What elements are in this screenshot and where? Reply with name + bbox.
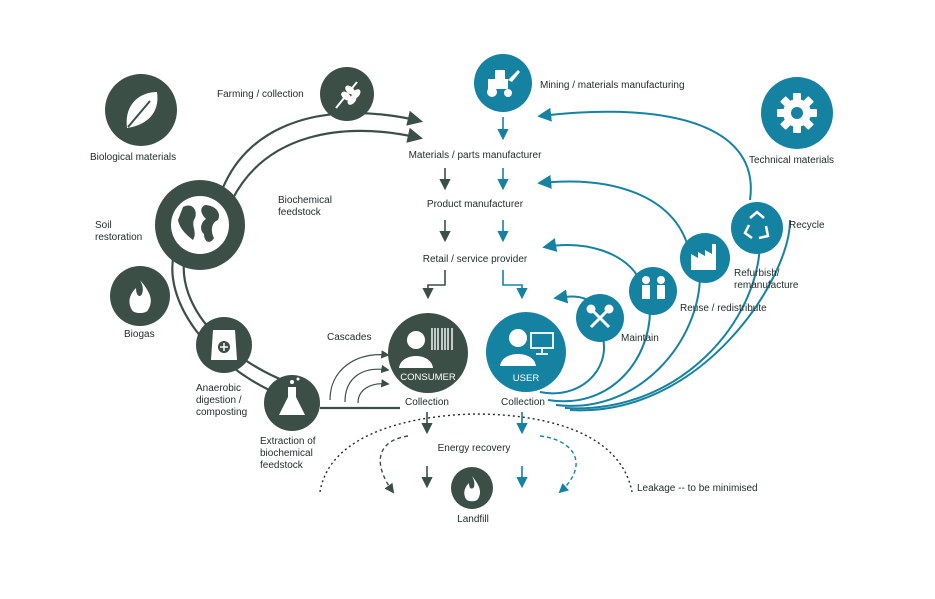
biological-materials-node [105,74,177,146]
soil-restoration-label-2: restoration [95,232,142,243]
extraction-label-2: biochemical [260,448,313,459]
mining-node [474,54,532,112]
flask-icon [279,377,305,415]
refurbish-label-2: remanufacture [734,280,799,291]
energy-recovery-label: Energy recovery [438,443,511,454]
factory-icon [691,244,716,270]
landfill-node [451,467,493,509]
user-label: USER [513,373,540,384]
collection-right-label: Collection [501,397,545,408]
reuse-node [629,267,677,315]
collection-left-label: Collection [405,397,449,408]
cascades-arrows [329,350,390,404]
anaerobic-label-2: digestion / [196,395,242,406]
reuse-label: Reuse / redistribute [680,303,767,314]
retail-label: Retail / service provider [423,254,528,265]
tools-icon [586,304,614,329]
leaf-icon [126,92,158,128]
biogas-node [110,266,170,326]
globe-icon [171,196,229,254]
leakage-lines [319,413,633,494]
refurbish-node [680,233,730,283]
anaerobic-node [196,317,252,373]
biological-materials-label: Biological materials [90,152,176,163]
flame-icon [464,476,480,502]
recycle-label: Recycle [789,220,825,231]
recycle-icon [743,210,770,240]
center-flow-arrows [421,117,528,489]
recycle-node [731,202,783,254]
mining-label: Mining / materials manufacturing [540,80,685,91]
maintain-node [576,294,624,342]
user-node: USER [486,312,566,392]
refurbish-label-1: Refurbish/ [734,268,780,279]
person-barcode-icon [399,328,453,368]
biochemical-feedstock-label-1: Biochemical [278,195,332,206]
leakage-label: Leakage -- to be minimised [637,483,758,494]
anaerobic-label-3: composting [196,407,247,418]
anaerobic-label-1: Anaerobic [196,383,241,394]
product-manufacturer-label: Product manufacturer [427,199,524,210]
biological-loop-lines [171,110,424,410]
biochemical-feedstock-label-2: feedstock [278,207,322,218]
extraction-node [264,375,320,431]
consumer-node: CONSUMER [388,313,468,393]
soil-restoration-label-1: Soil [95,220,112,231]
soil-restoration-node [155,180,245,270]
extraction-label-1: Extraction of [260,436,316,447]
two-people-icon [642,276,665,299]
flame-icon [129,280,151,313]
wheat-icon [335,81,361,109]
gear-icon [777,93,817,133]
farming-node [320,67,374,121]
materials-parts-label: Materials / parts manufacturer [409,150,542,161]
compost-bag-icon [211,330,237,360]
landfill-label: Landfill [457,514,489,525]
technical-loop-lines [537,107,791,412]
extraction-label-3: feedstock [260,460,304,471]
biogas-label: Biogas [124,329,155,340]
person-computer-icon [500,329,554,366]
farming-label: Farming / collection [217,89,304,100]
maintain-label: Maintain [621,333,659,344]
tractor-icon [487,70,520,97]
cascades-label: Cascades [327,332,371,343]
technical-materials-label: Technical materials [749,155,834,166]
consumer-label: CONSUMER [400,372,456,383]
technical-materials-node [761,77,833,149]
